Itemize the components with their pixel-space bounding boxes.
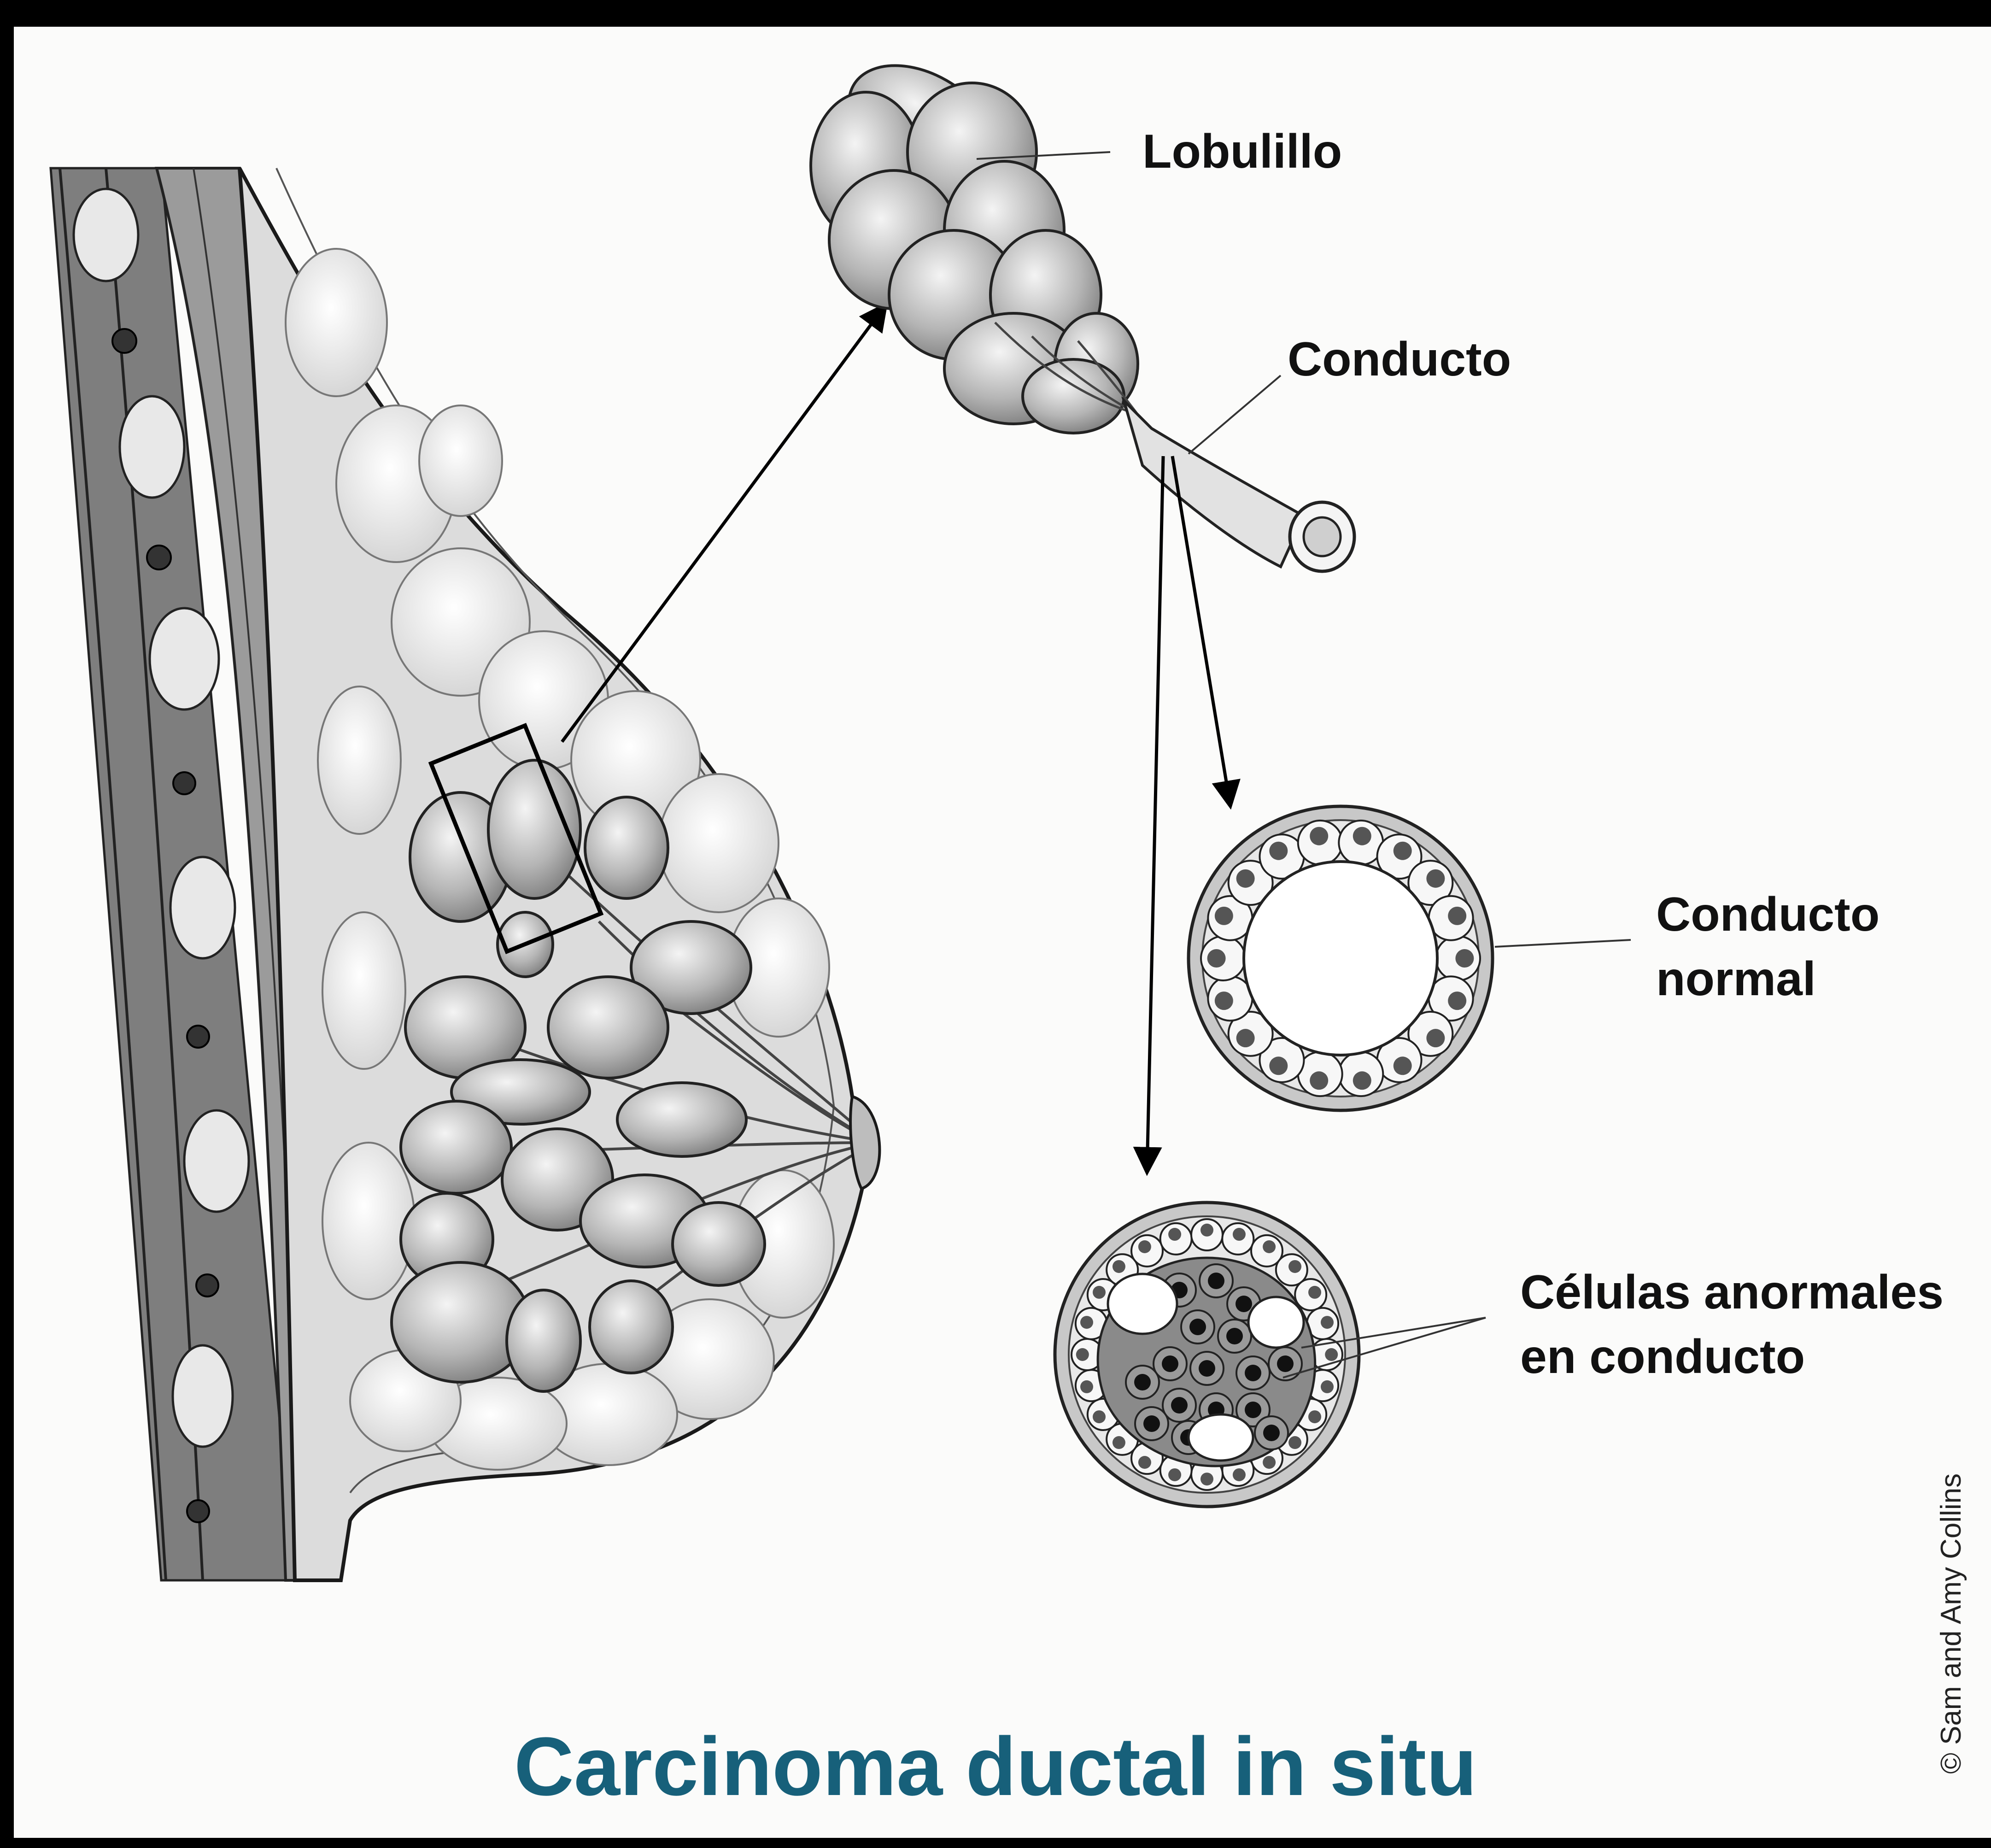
abnormal-cell-nucleus: [1162, 1355, 1178, 1372]
cell-nucleus: [1353, 827, 1371, 845]
cell-nucleus: [1113, 1260, 1125, 1273]
cell-nucleus: [1426, 869, 1445, 888]
cell-nucleus: [1080, 1380, 1093, 1393]
cell-nucleus: [1138, 1240, 1151, 1253]
cell-nucleus: [1455, 949, 1474, 968]
cell-nucleus: [1288, 1436, 1301, 1449]
cell-nucleus: [1321, 1380, 1334, 1393]
page-title: Carcinoma ductal in situ: [0, 1725, 1991, 1808]
label-abnormal-line1: Células anormales: [1520, 1261, 1944, 1324]
cell-nucleus: [1263, 1240, 1276, 1253]
cell-nucleus: [1200, 1224, 1213, 1237]
abnormal-cell-nucleus: [1263, 1425, 1280, 1441]
copyright-notice: © Sam and Amy Collins: [1935, 1473, 1968, 1774]
abnormal-cell-nucleus: [1199, 1360, 1215, 1377]
abnormal-cell-nucleus: [1143, 1415, 1160, 1432]
cell-nucleus: [1321, 1316, 1334, 1329]
cell-nucleus: [1325, 1348, 1338, 1361]
abnormal-cell-mass: [1098, 1258, 1315, 1466]
cell-nucleus: [1113, 1436, 1125, 1449]
cell-nucleus: [1310, 1071, 1328, 1090]
label-duct: Conducto: [1288, 329, 1511, 391]
cell-nucleus: [1200, 1473, 1213, 1485]
cell-nucleus: [1233, 1468, 1246, 1481]
abnormal-cell-nucleus: [1245, 1402, 1261, 1418]
cell-nucleus: [1394, 842, 1412, 860]
abnormal-cell-nucleus: [1277, 1355, 1294, 1372]
cell-nucleus: [1215, 991, 1233, 1010]
abnormal-cell-nucleus: [1236, 1296, 1252, 1312]
normal-duct-cross-section: [1189, 806, 1493, 1110]
cell-nucleus: [1308, 1410, 1321, 1423]
abnormal-cell-nucleus: [1171, 1397, 1188, 1414]
cell-nucleus: [1263, 1456, 1276, 1469]
cell-nucleus: [1308, 1286, 1321, 1299]
cell-nucleus: [1269, 1056, 1288, 1075]
label-lobule: Lobulillo: [1142, 121, 1342, 183]
cell-nucleus: [1269, 842, 1288, 860]
cell-nucleus: [1236, 869, 1255, 888]
label-normal-duct-line2: normal: [1656, 948, 1816, 1010]
cell-nucleus: [1076, 1348, 1089, 1361]
cell-nucleus: [1215, 907, 1233, 925]
cell-nucleus: [1093, 1286, 1106, 1299]
enlarged-lobule: [811, 41, 1138, 433]
cell-nucleus: [1426, 1029, 1445, 1047]
label-normal-duct-line1: Conducto: [1656, 884, 1880, 946]
cell-nucleus: [1288, 1260, 1301, 1273]
cell-nucleus: [1394, 1056, 1412, 1075]
cell-nucleus: [1233, 1228, 1246, 1241]
duct-tube: [1124, 401, 1354, 571]
label-abnormal-line2: en conducto: [1520, 1326, 1805, 1388]
arrow-to-abnormal-duct: [1147, 456, 1163, 1170]
cell-nucleus: [1093, 1410, 1106, 1423]
abnormal-cell-nucleus: [1245, 1365, 1261, 1381]
leader-duct: [1189, 375, 1281, 454]
abnormal-cell-nucleus: [1208, 1273, 1224, 1289]
cell-nucleus: [1236, 1029, 1255, 1047]
cell-nucleus: [1310, 827, 1328, 845]
cell-nucleus: [1138, 1456, 1151, 1469]
cell-nucleus: [1353, 1071, 1371, 1090]
cell-nucleus: [1168, 1468, 1181, 1481]
abnormal-cell-nucleus: [1189, 1319, 1206, 1335]
cell-nucleus: [1207, 949, 1226, 968]
cell-nucleus: [1168, 1228, 1181, 1241]
leader-normal-duct: [1495, 940, 1631, 947]
zoom-arrow: [562, 306, 884, 742]
abnormal-duct-cross-section: [1055, 1203, 1359, 1507]
cell-nucleus: [1080, 1316, 1093, 1329]
abnormal-cell-nucleus: [1226, 1328, 1243, 1344]
cell-nucleus: [1448, 907, 1466, 925]
cell-nucleus: [1448, 991, 1466, 1010]
abnormal-cell-nucleus: [1134, 1374, 1151, 1390]
